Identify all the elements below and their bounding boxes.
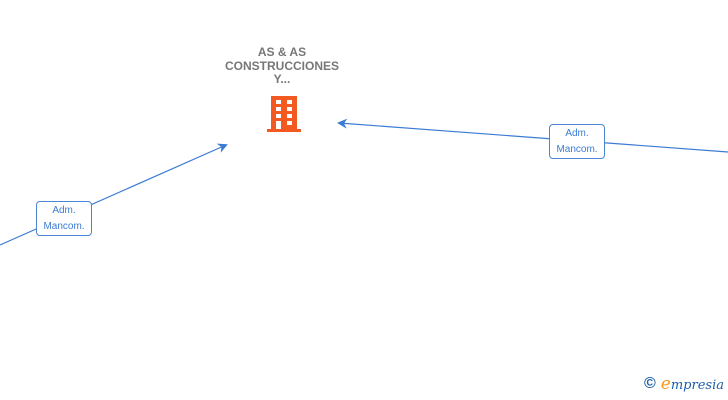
brand-initial: e <box>660 374 671 394</box>
edge-right <box>337 118 728 153</box>
company-name-line-3: Y... <box>273 72 291 86</box>
edge-left <box>0 143 228 246</box>
company-name-line-2: CONSTRUCCIONES <box>224 58 339 73</box>
relation-label-line-1: Adm. <box>565 128 589 139</box>
relation-label-line-1: Adm. <box>52 205 76 216</box>
copyright-icon: © <box>644 375 656 392</box>
company-name-line-1: AS & AS <box>257 45 307 59</box>
brand-rest: mpresia <box>670 378 724 393</box>
company-name[interactable]: AS & AS CONSTRUCCIONES Y... <box>212 45 352 87</box>
brand-logo: empresia <box>661 374 724 394</box>
relation-label-left[interactable]: Adm. Mancom. <box>36 201 92 236</box>
relation-label-right[interactable]: Adm. Mancom. <box>549 124 605 159</box>
building-icon[interactable] <box>267 96 301 132</box>
relation-label-line-2: Mancom. <box>556 144 598 155</box>
footer-brand[interactable]: © empresia <box>644 374 724 394</box>
relation-label-line-2: Mancom. <box>43 221 85 232</box>
